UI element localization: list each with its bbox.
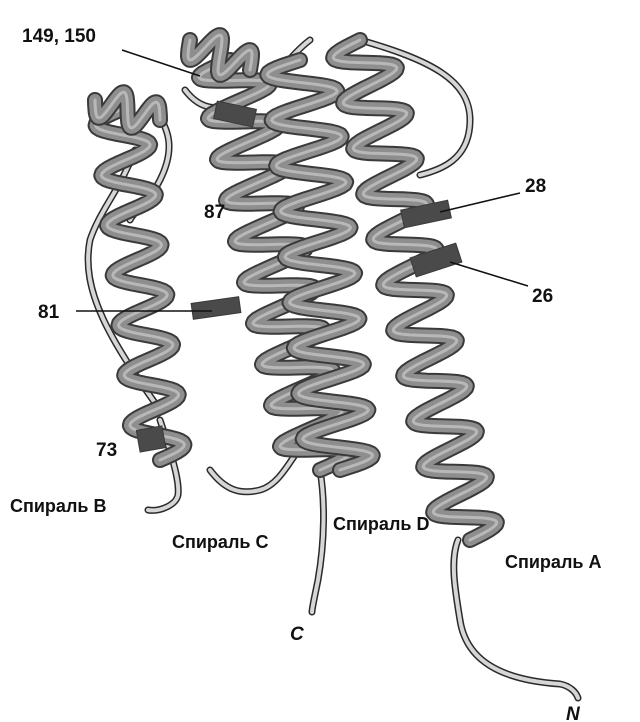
label-helix-b: Спираль B [10,496,106,516]
leader-26 [450,262,528,286]
label-residue-73: 73 [96,440,117,461]
label-helix-c: Спираль C [172,532,268,552]
label-residue-149-150: 149, 150 [22,26,96,47]
label-residue-81: 81 [38,302,60,323]
band-residue-73 [136,426,165,452]
label-n-terminus: N [566,704,581,722]
helix-group [95,35,497,540]
helix-b [96,110,185,460]
label-residue-26: 26 [532,286,553,307]
helix-b-cap [95,92,160,128]
leader-28 [440,193,520,212]
label-residue-28: 28 [525,176,546,197]
label-residue-87: 87 [204,202,225,223]
label-c-terminus: C [290,624,304,645]
label-helix-d: Спираль D [333,514,429,534]
band-residue-81 [191,297,241,320]
label-helix-a: Спираль A [505,552,601,572]
